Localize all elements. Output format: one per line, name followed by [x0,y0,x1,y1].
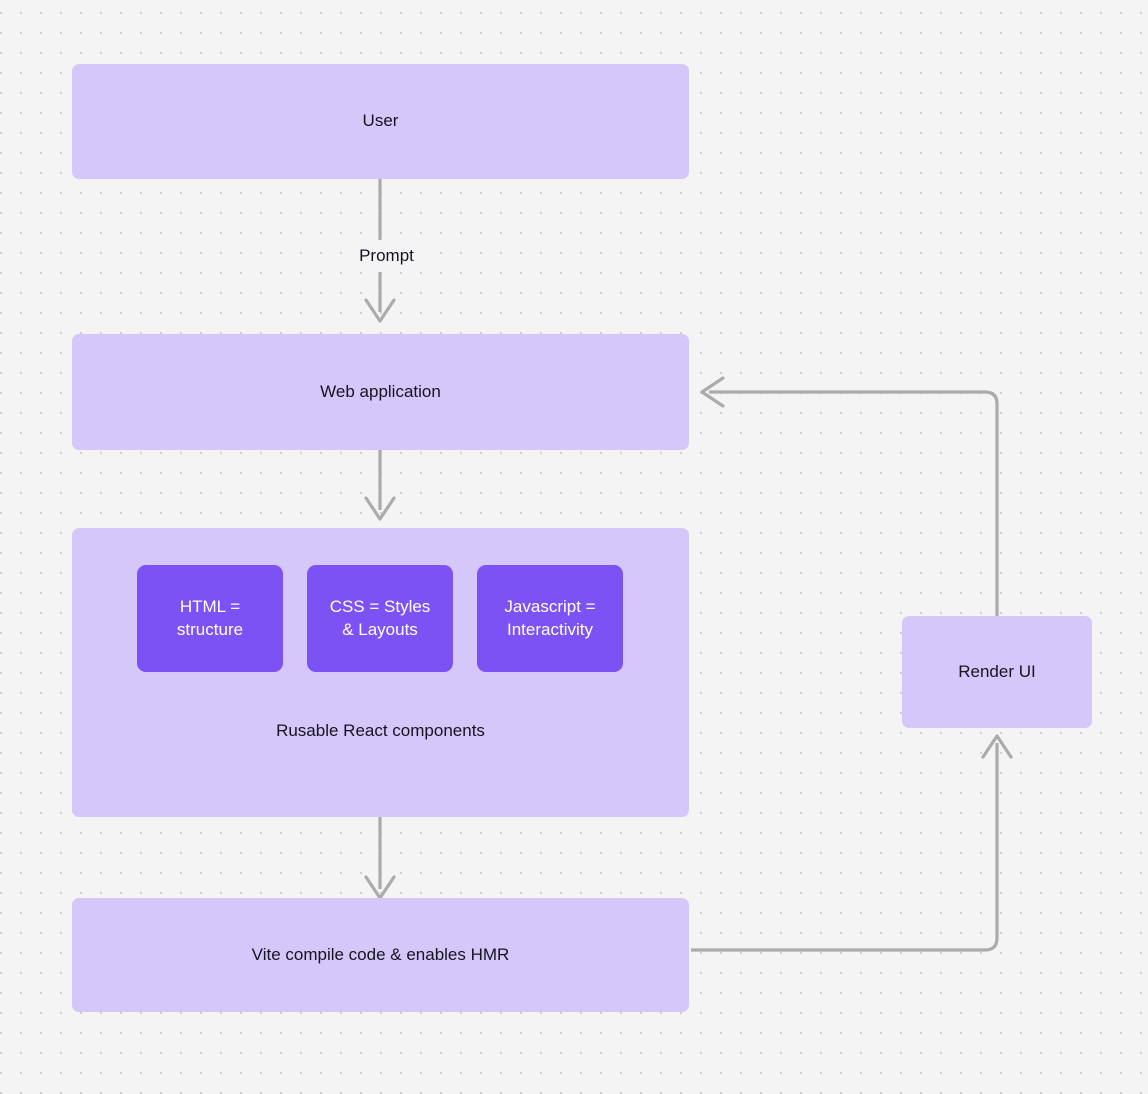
chip-html-label: HTML = structure [176,596,244,639]
caption-reusable-react-components-text: Rusable React components [276,721,485,740]
edge-web-application-to-stack [364,450,396,521]
node-web-application-label: Web application [320,381,441,401]
chip-javascript-label: Javascript = Interactivity [504,596,596,639]
node-stack-container[interactable]: HTML = structure CSS = Styles & Layouts … [72,528,689,817]
edge-render-ui-to-web-application [700,376,999,616]
chip-css[interactable]: CSS = Styles & Layouts [307,565,453,672]
node-user-label: User [362,111,399,131]
caption-reusable-react-components: Rusable React components [72,720,689,743]
node-web-application[interactable]: Web application [72,334,689,450]
chip-css-label: CSS = Styles & Layouts [329,596,431,639]
edge-vite-to-render-ui [691,734,1013,952]
node-render-ui-label: Render UI [958,661,1036,681]
node-render-ui[interactable]: Render UI [902,616,1092,728]
node-vite[interactable]: Vite compile code & enables HMR [72,898,689,1012]
edge-stack-to-vite [364,817,396,900]
edge-label-prompt-text: Prompt [359,246,414,265]
node-vite-label: Vite compile code & enables HMR [251,944,510,964]
chip-html[interactable]: HTML = structure [137,565,283,672]
node-user[interactable]: User [72,64,689,179]
edge-label-prompt: Prompt [343,245,430,267]
chip-javascript[interactable]: Javascript = Interactivity [477,565,623,672]
